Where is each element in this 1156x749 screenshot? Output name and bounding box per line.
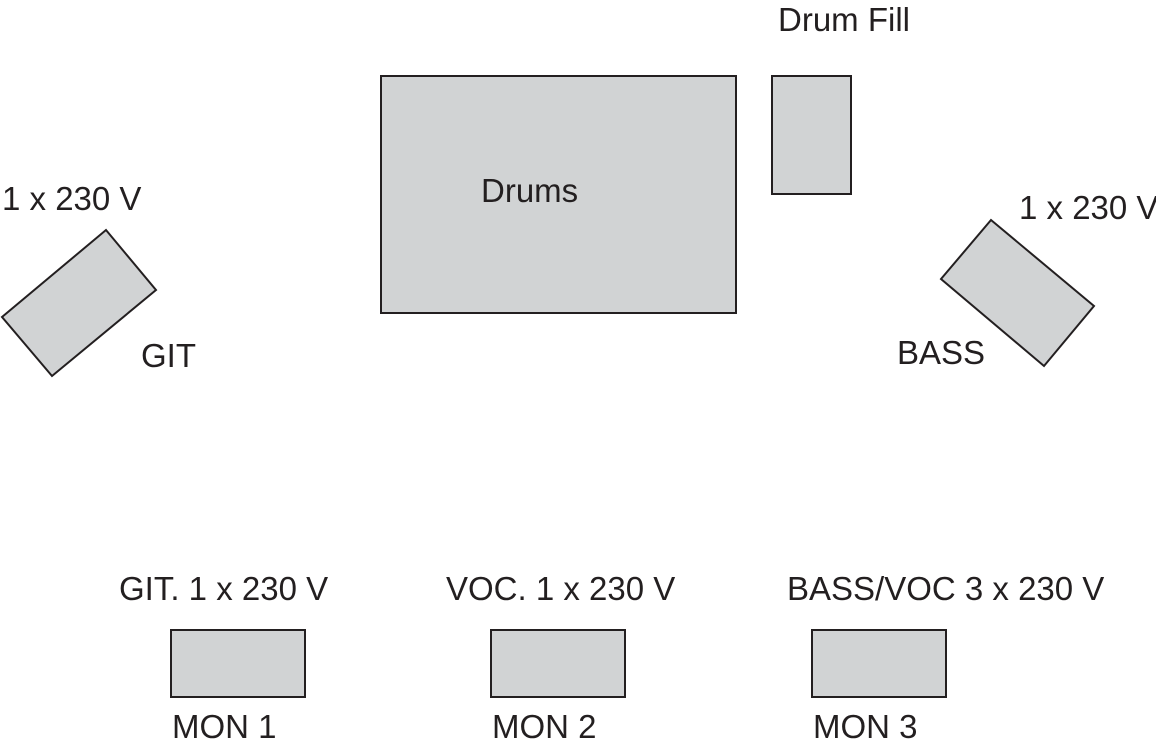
drum-fill-box	[771, 75, 852, 195]
monitor-3-power-label: BASS/VOC 3 x 230 V	[787, 570, 1104, 607]
monitor-2-label: MON 2	[492, 708, 597, 745]
guitar-amp-box	[0, 228, 158, 378]
drums-box	[380, 75, 737, 314]
monitor-3-box	[811, 629, 947, 698]
bass-amp-box	[939, 218, 1096, 368]
drums-label: Drums	[481, 172, 578, 209]
guitar-amp-label: GIT	[141, 337, 196, 374]
monitor-3-label: MON 3	[813, 708, 918, 745]
monitor-2-box	[490, 629, 626, 698]
monitor-1-box	[170, 629, 306, 698]
monitor-1-label: MON 1	[172, 708, 277, 745]
bass-amp-power-label: 1 x 230 V	[1019, 189, 1156, 226]
monitor-1-power-label: GIT. 1 x 230 V	[119, 570, 328, 607]
guitar-amp-power-label: 1 x 230 V	[2, 180, 141, 217]
bass-amp-label: BASS	[897, 334, 985, 371]
drum-fill-label: Drum Fill	[778, 1, 910, 38]
monitor-2-power-label: VOC. 1 x 230 V	[446, 570, 675, 607]
